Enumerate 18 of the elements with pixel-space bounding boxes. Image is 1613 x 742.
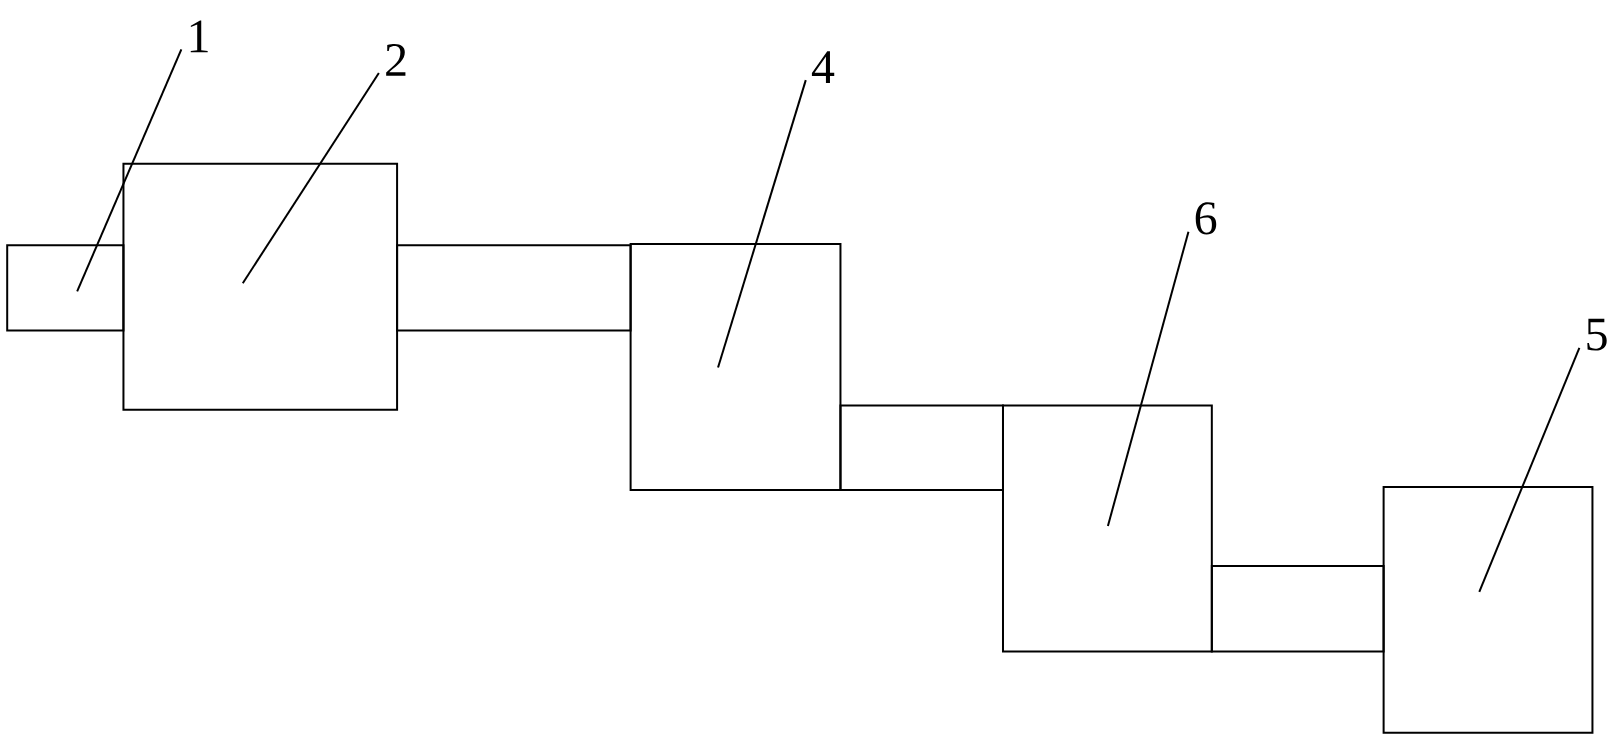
part-box xyxy=(839,404,1004,491)
leader-line xyxy=(76,48,183,293)
part-box xyxy=(6,244,125,332)
part-box xyxy=(396,244,632,332)
callout-number: 4 xyxy=(811,51,835,83)
callout-number: 1 xyxy=(190,20,208,53)
part-box xyxy=(1382,485,1594,734)
part-box xyxy=(629,243,842,491)
callout-number: 6 xyxy=(1195,202,1217,235)
leader-line xyxy=(717,79,807,369)
leader-line xyxy=(1478,346,1581,593)
callout-number: 5 xyxy=(1587,318,1607,351)
part-box xyxy=(122,162,399,411)
part-box xyxy=(1002,404,1213,653)
callout-number: 2 xyxy=(386,44,406,76)
leader-line xyxy=(241,72,380,285)
leader-line xyxy=(1106,230,1190,527)
part-box xyxy=(1210,565,1385,653)
